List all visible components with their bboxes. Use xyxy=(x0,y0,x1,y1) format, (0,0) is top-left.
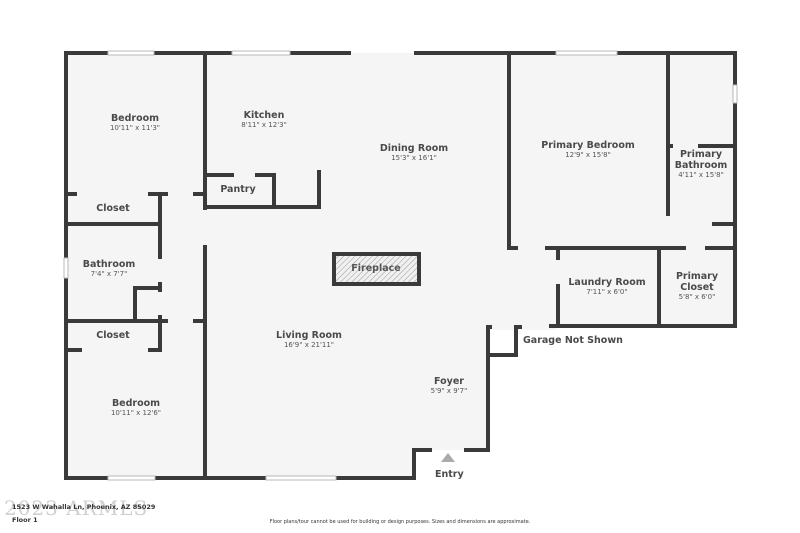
disclaimer: Floor plans/tour cannot be used for buil… xyxy=(269,519,531,525)
room-dimensions: 4'11" x 15'8" xyxy=(678,171,724,179)
room-name: Bathroom xyxy=(82,259,136,270)
room-name: Laundry Room xyxy=(568,277,646,288)
room-dimensions: 10'11" x 12'6" xyxy=(110,409,162,417)
room-closet-1: Closet xyxy=(96,203,129,214)
room-dining-room: Dining Room 15'3" x 16'1" xyxy=(380,143,448,163)
room-dimensions: 15'3" x 16'1" xyxy=(391,154,437,162)
room-name: Bedroom xyxy=(111,398,161,409)
room-dimensions: 16'9" x 21'11" xyxy=(283,341,335,349)
room-pantry: Pantry xyxy=(220,184,255,195)
walls xyxy=(64,51,737,480)
room-bedroom-1: Bedroom 10'11" x 11'3" xyxy=(110,113,160,133)
room-name-line1: Primary xyxy=(675,271,719,282)
room-name: Dining Room xyxy=(379,143,449,154)
room-bedroom-2: Bedroom 10'11" x 12'6" xyxy=(111,398,161,418)
room-dimensions: 12'9" x 15'8" xyxy=(565,151,611,159)
room-name-line1: Primary xyxy=(679,149,723,160)
entry-label: Entry xyxy=(435,469,464,480)
floor-label: Floor 1 xyxy=(12,516,38,524)
room-name: Closet xyxy=(96,203,130,214)
entry-arrow-icon xyxy=(441,453,455,462)
room-dimensions: 5'8" x 6'0" xyxy=(678,293,716,301)
room-fireplace: Fireplace xyxy=(351,263,400,274)
room-name: Kitchen xyxy=(243,110,285,121)
room-living-room: Living Room 16'9" x 21'11" xyxy=(276,330,342,350)
room-name: Pantry xyxy=(220,184,256,195)
room-closet-2: Closet xyxy=(96,330,129,341)
room-name: Closet xyxy=(96,330,130,341)
room-primary-bedroom: Primary Bedroom 12'9" x 15'8" xyxy=(541,140,635,160)
room-kitchen: Kitchen 8'11" x 12'3" xyxy=(241,110,287,130)
room-primary-closet: Primary Closet 5'8" x 6'0" xyxy=(676,271,718,302)
fireplace-shape xyxy=(332,252,421,286)
room-name: Foyer xyxy=(434,376,464,387)
windows xyxy=(63,50,738,481)
room-name: Primary Bedroom xyxy=(541,140,635,151)
room-dimensions: 7'11" x 6'0" xyxy=(586,288,628,296)
room-name: Fireplace xyxy=(351,263,401,274)
room-laundry-room: Laundry Room 7'11" x 6'0" xyxy=(568,277,645,297)
room-foyer: Foyer 5'9" x 9'7" xyxy=(431,376,468,396)
room-dimensions: 5'9" x 9'7" xyxy=(430,387,468,395)
property-address: 1523 W Wahalla Ln, Phoenix, AZ 85029 xyxy=(12,503,156,511)
room-dimensions: 7'4" x 7'7" xyxy=(90,270,128,278)
room-dimensions: 10'11" x 11'3" xyxy=(109,124,161,132)
room-bathroom: Bathroom 7'4" x 7'7" xyxy=(83,259,136,279)
room-dimensions: 8'11" x 12'3" xyxy=(241,121,287,129)
garage-not-shown-label: Garage Not Shown xyxy=(523,335,623,346)
room-name-line2: Closet xyxy=(680,282,714,293)
copyright-watermark: 2023 ARMLS xyxy=(4,496,149,520)
room-primary-bathroom: Primary Bathroom 4'11" x 15'8" xyxy=(675,149,728,180)
room-name: Living Room xyxy=(276,330,342,341)
room-name-line2: Bathroom xyxy=(674,160,728,171)
room-name: Bedroom xyxy=(110,113,160,124)
